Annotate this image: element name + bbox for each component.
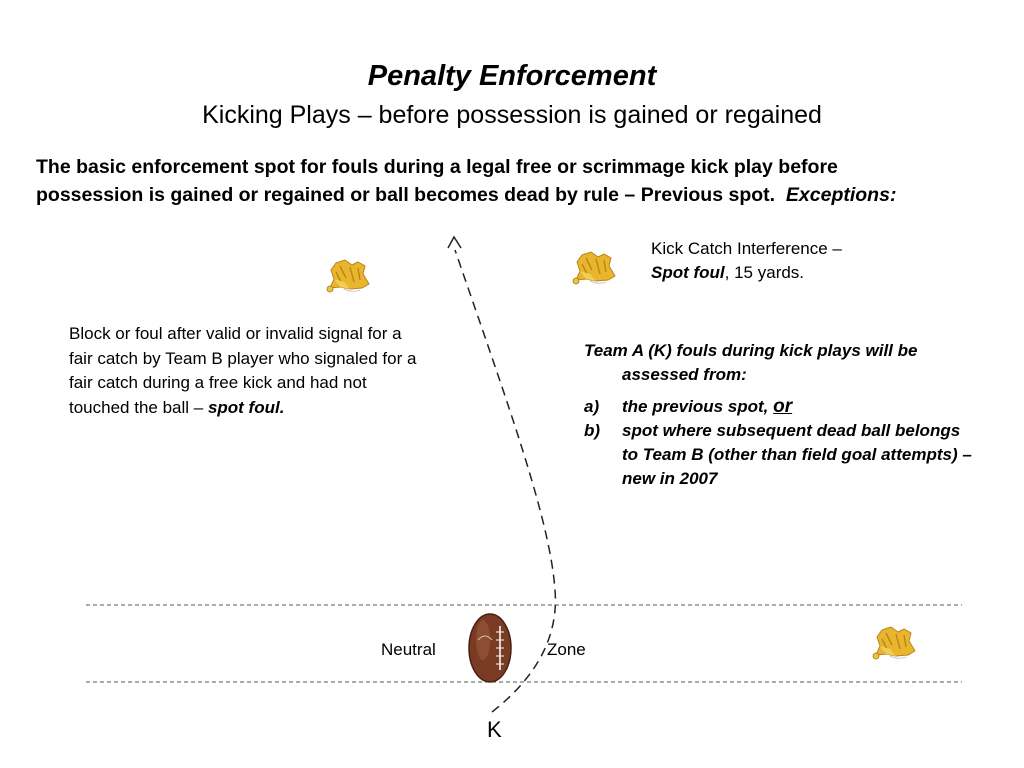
list-marker: a) xyxy=(584,397,600,416)
zone-label: Zone xyxy=(547,640,586,659)
list-item: a) the previous spot, or xyxy=(584,395,974,419)
kci-line1: Kick Catch Interference – xyxy=(651,239,842,258)
team-a-heading: Team A (K) fouls during kick plays will … xyxy=(584,341,918,384)
kick-trajectory-arrow xyxy=(454,249,557,713)
penalty-flag-icon xyxy=(872,626,916,660)
list-item-emphasis: or xyxy=(773,396,793,417)
football-icon xyxy=(468,613,512,683)
kci-spot-foul: Spot foul xyxy=(651,263,725,282)
block-foul-text: Block or foul after valid or invalid sig… xyxy=(69,324,417,417)
kci-yards: , 15 yards. xyxy=(724,263,805,282)
page-subtitle: Kicking Plays – before possession is gai… xyxy=(202,101,822,129)
page-title: Penalty Enforcement xyxy=(367,60,657,92)
team-a-fouls-note: Team A (K) fouls during kick plays will … xyxy=(584,339,974,491)
intro-exceptions: Exceptions: xyxy=(785,184,897,206)
block-foul-spot-foul: spot foul. xyxy=(207,397,285,417)
list-item-text: the previous spot, xyxy=(622,397,774,416)
kick-catch-interference-note: Kick Catch Interference – Spot foul, 15 … xyxy=(651,237,951,285)
block-foul-note: Block or foul after valid or invalid sig… xyxy=(69,322,424,420)
list-marker: b) xyxy=(584,421,601,440)
list-item: b) spot where subsequent dead ball belon… xyxy=(584,419,974,491)
penalty-flag-icon xyxy=(326,259,370,293)
arrowhead xyxy=(447,235,462,249)
kicker-label: K xyxy=(487,717,502,742)
intro-text: The basic enforcement spot for fouls dur… xyxy=(36,156,838,206)
list-item-text: spot where subsequent dead ball belongs … xyxy=(622,421,972,488)
intro-paragraph: The basic enforcement spot for fouls dur… xyxy=(36,153,936,209)
neutral-label: Neutral xyxy=(381,640,436,659)
penalty-flag-icon xyxy=(572,251,616,285)
